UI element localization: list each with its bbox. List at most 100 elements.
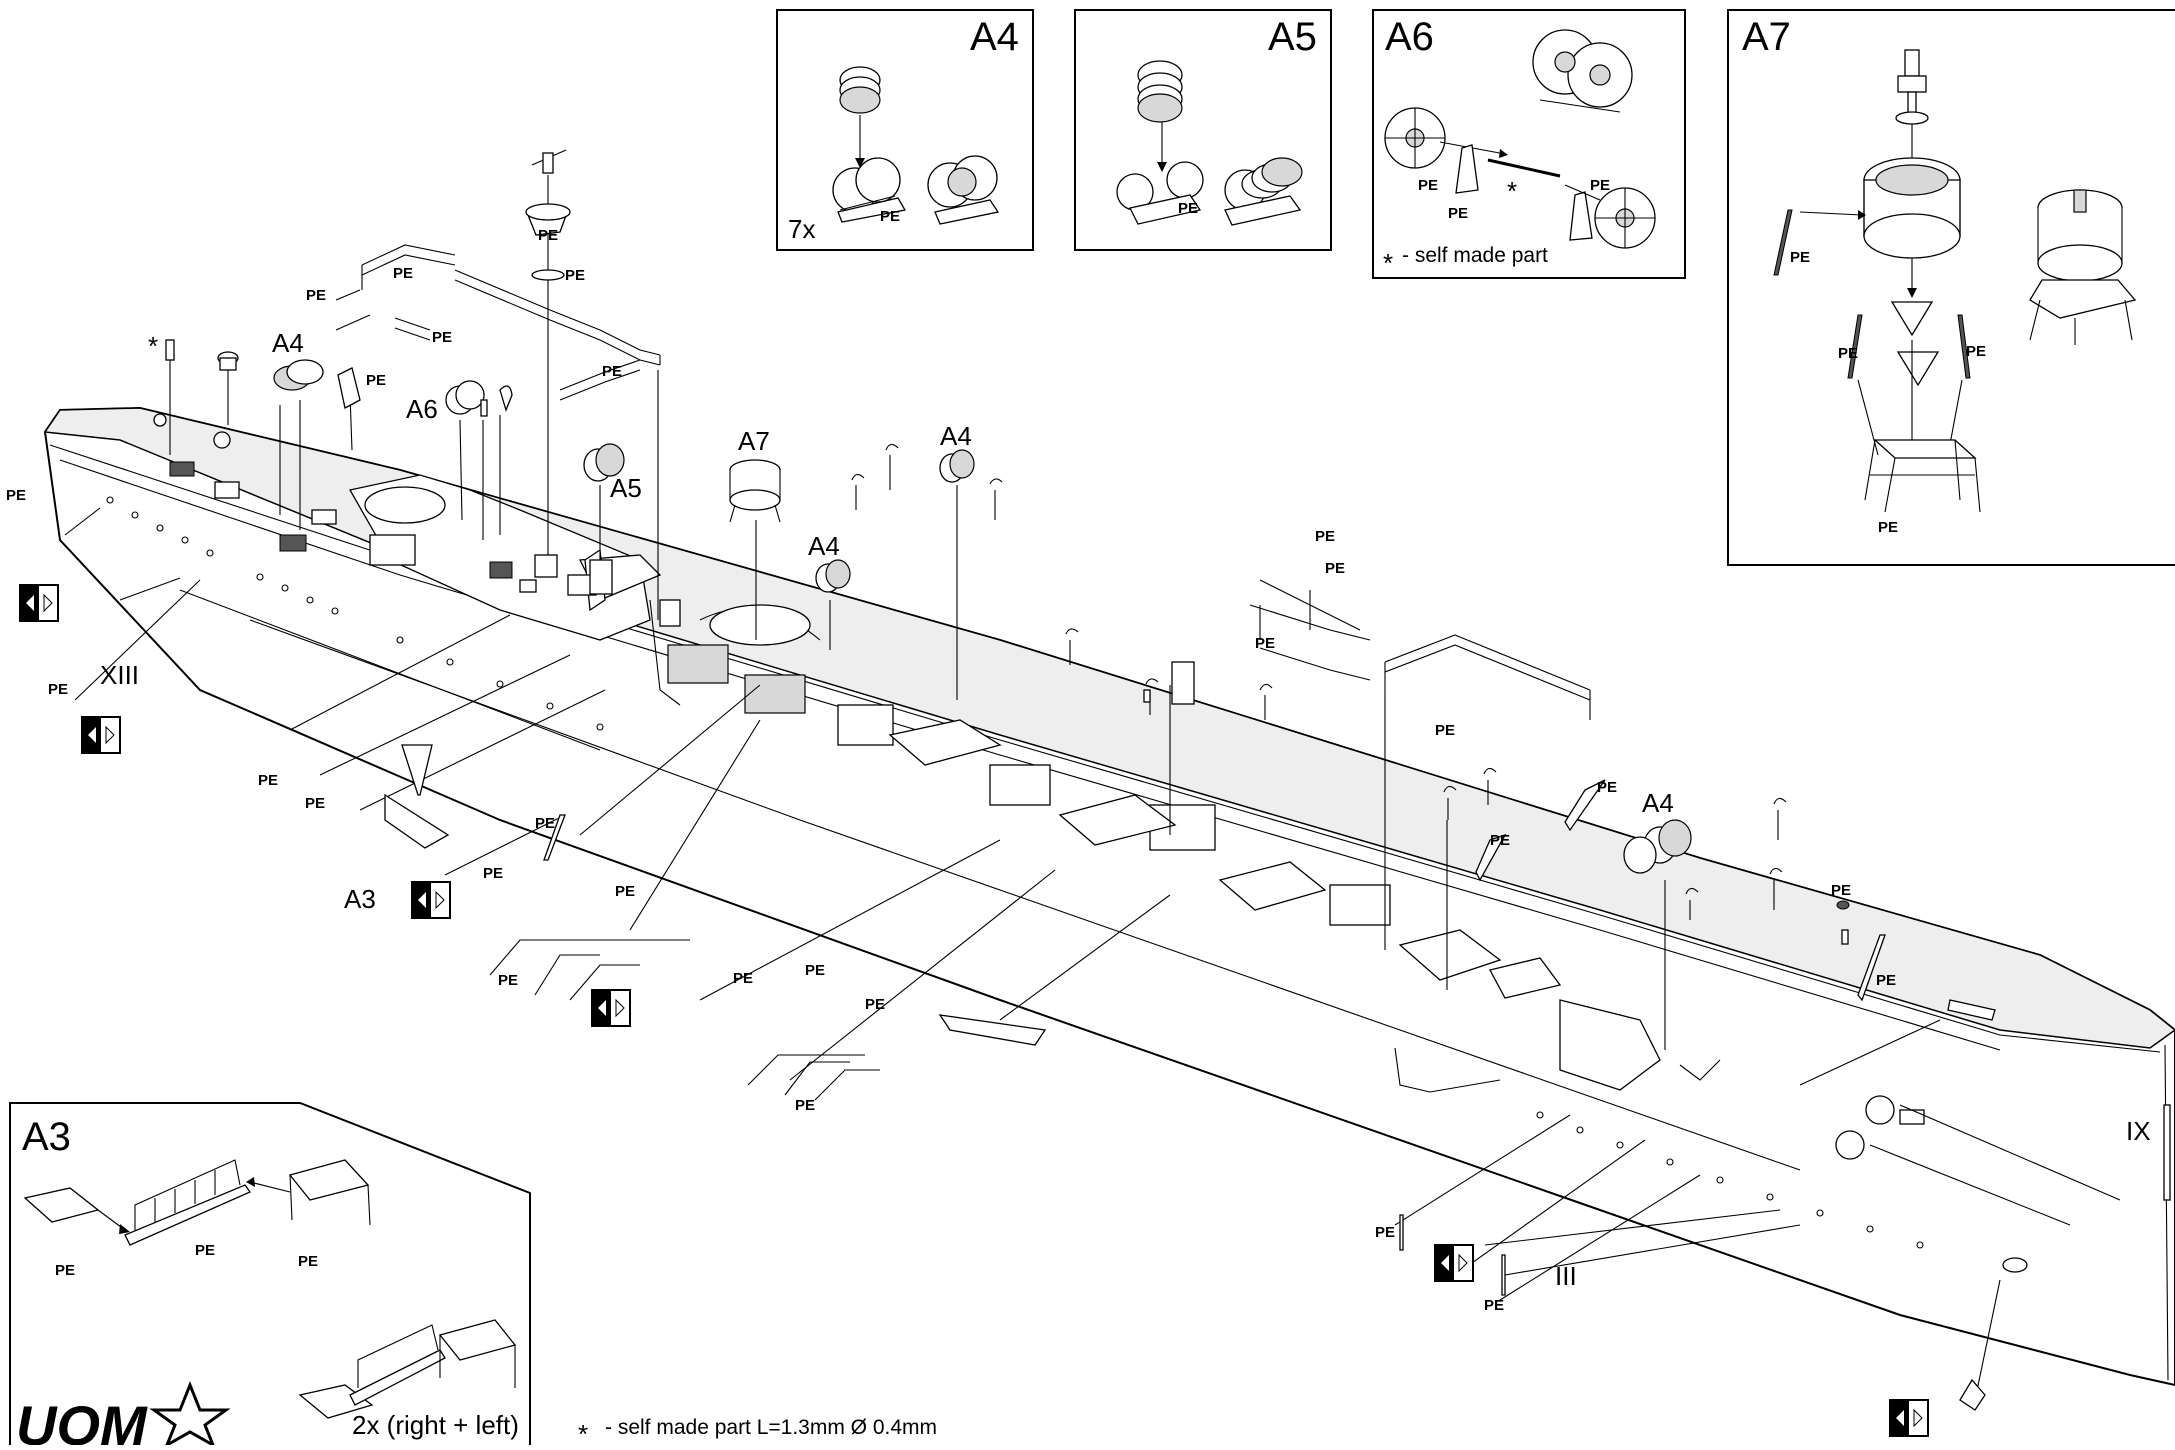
pe-label: PE: [432, 329, 452, 346]
tower-triangles: [1890, 301, 1940, 387]
deck-gun: [1947, 999, 1996, 1021]
panel-a5-title: A5: [1268, 15, 1317, 59]
pe-label: PE: [483, 865, 503, 882]
side-swap-icon: [19, 584, 59, 622]
pe-label: PE: [1255, 635, 1275, 652]
pe-label: PE: [538, 227, 558, 244]
pe-label: PE: [1876, 972, 1896, 989]
pe-label: PE: [1325, 560, 1345, 577]
panel-a6-star-mark: *: [1507, 176, 1517, 206]
a3-assembled: [298, 1319, 517, 1419]
hose-reel-drum: [839, 66, 881, 114]
panel-a6-note: - self made part: [1402, 244, 1548, 267]
pe-label: PE: [305, 795, 325, 812]
side-swap-icon: [1889, 1399, 1929, 1437]
a4-reel-aft: [273, 359, 324, 391]
pe-label: PE: [1435, 722, 1455, 739]
pe-label: PE: [258, 772, 278, 789]
a3-ladder-detail: [124, 1159, 251, 1246]
a3-ladder: [384, 793, 450, 849]
pe-label: PE: [602, 363, 622, 380]
panel-a6-note-star: *: [1383, 248, 1393, 278]
pe-label: PE: [1315, 528, 1335, 545]
panel-a5-pe-label: PE: [1178, 200, 1198, 217]
searchlight: [1895, 49, 1929, 125]
a4-reel-mid: [815, 559, 851, 593]
pe-label: PE: [535, 815, 555, 832]
panel-a7-pe-2: PE: [1838, 345, 1858, 362]
pe-ladder-side: [543, 814, 566, 861]
star-label: *: [148, 331, 158, 361]
callout-a5: A5: [610, 473, 642, 503]
deck-hatches: [888, 719, 1562, 999]
tower-base: [1864, 439, 1981, 513]
a6-drum: [445, 380, 485, 415]
callout-a3: A3: [344, 884, 376, 914]
panel-a7-pe-4: PE: [1878, 519, 1898, 536]
footnote: * - self made part L=1.3mm Ø 0.4mm: [578, 1416, 937, 1449]
pe-label: PE: [393, 265, 413, 282]
large-reel-assembled: [1224, 157, 1303, 226]
pe-ladder-bridge: [1475, 833, 1507, 882]
callout-a6: A6: [406, 394, 438, 424]
panel-a4-pe-label: PE: [880, 208, 900, 225]
panel-a3: A3 PE PE PE 2x (right + left): [9, 1102, 531, 1445]
side-swap-icon: [591, 989, 631, 1027]
pe-antenna: [1857, 934, 1886, 1002]
pe-strut-left: [1847, 314, 1863, 379]
a7-searchlight-tower: [729, 459, 781, 523]
panel-a7-pe-3: PE: [1966, 343, 1986, 360]
pe-label: PE: [306, 287, 326, 304]
searchlight-top: [525, 149, 571, 281]
hose-reel-assembled: [927, 155, 1000, 225]
pe-label: PE: [366, 372, 386, 389]
panel-a3-title: A3: [22, 1115, 71, 1159]
bracket-left: [1455, 144, 1479, 194]
callout-iii: III: [1555, 1261, 1577, 1291]
panel-a4: A4 7x PE: [776, 9, 1034, 251]
hawse-pipe: [2002, 1257, 2028, 1273]
side-swap-icon: [411, 881, 451, 919]
footnote-text: - self made part L=1.3mm Ø 0.4mm: [605, 1416, 937, 1439]
pe-label: PE: [615, 883, 635, 900]
panel-a6-pe-3: PE: [1590, 177, 1610, 194]
pe-strip-a3: [401, 744, 433, 796]
panel-a4-qty: 7x: [788, 214, 815, 244]
searchlight-tub: [1863, 157, 1961, 259]
pe-label: PE: [6, 487, 26, 504]
large-reel-frame: [1116, 161, 1204, 225]
pe-ladder-fwd: [1564, 779, 1606, 832]
pe-label: PE: [805, 962, 825, 979]
pe-label: PE: [865, 996, 885, 1013]
panel-a4-title: A4: [970, 15, 1019, 59]
pe-side-panel-a7: [1773, 209, 1793, 276]
callout-ix: IX: [2126, 1116, 2151, 1146]
panel-a6-pe-1: PE: [1418, 177, 1438, 194]
pe-strut-right: [1957, 314, 1971, 379]
a5-reel-fwd: [583, 443, 625, 482]
panel-a6-title: A6: [1385, 15, 1434, 59]
portholes: [106, 496, 1924, 1249]
callout-a4: A4: [272, 328, 304, 358]
panel-a3-pe-2: PE: [195, 1242, 215, 1259]
capstan-1: [1865, 1095, 1895, 1125]
side-swap-icon: [1434, 1244, 1474, 1282]
cable-drum-wheels-assembled: [1532, 29, 1633, 113]
side-swap-icon: [81, 716, 121, 754]
panel-a7-title: A7: [1742, 15, 1791, 59]
a4-reel-fwd: [1623, 819, 1692, 874]
panel-a3-pe-1: PE: [55, 1262, 75, 1279]
callout-a4: A4: [940, 421, 972, 451]
pe-stands: [384, 604, 1801, 1296]
hose-reel-frame: [832, 157, 907, 223]
pe-railings: [335, 244, 1591, 720]
pe-label: PE: [795, 1097, 815, 1114]
panel-a7-pe-1: PE: [1790, 249, 1810, 266]
callout-a4: A4: [1642, 788, 1674, 818]
footnote-star: *: [578, 1419, 588, 1445]
large-reel-drum: [1137, 60, 1183, 123]
floating-parts: [165, 149, 1996, 1411]
panel-a7: A7 PE PE PE: [1727, 9, 2175, 566]
